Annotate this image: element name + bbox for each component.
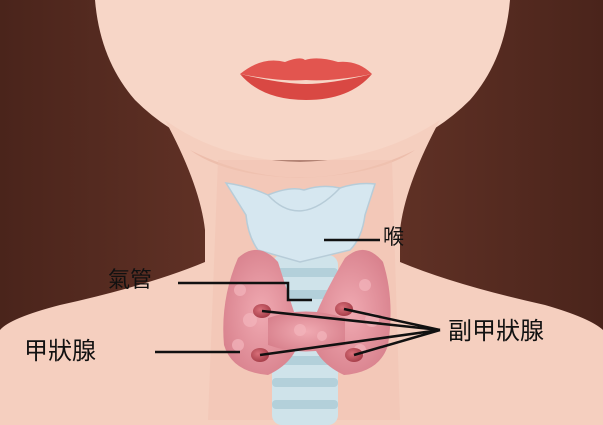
thyroid-label: 甲狀腺: [24, 339, 96, 363]
parathyroid-label: 副甲狀腺: [448, 319, 544, 343]
trachea-label: 氣管: [108, 270, 152, 292]
larynx-label: 喉: [383, 227, 404, 248]
